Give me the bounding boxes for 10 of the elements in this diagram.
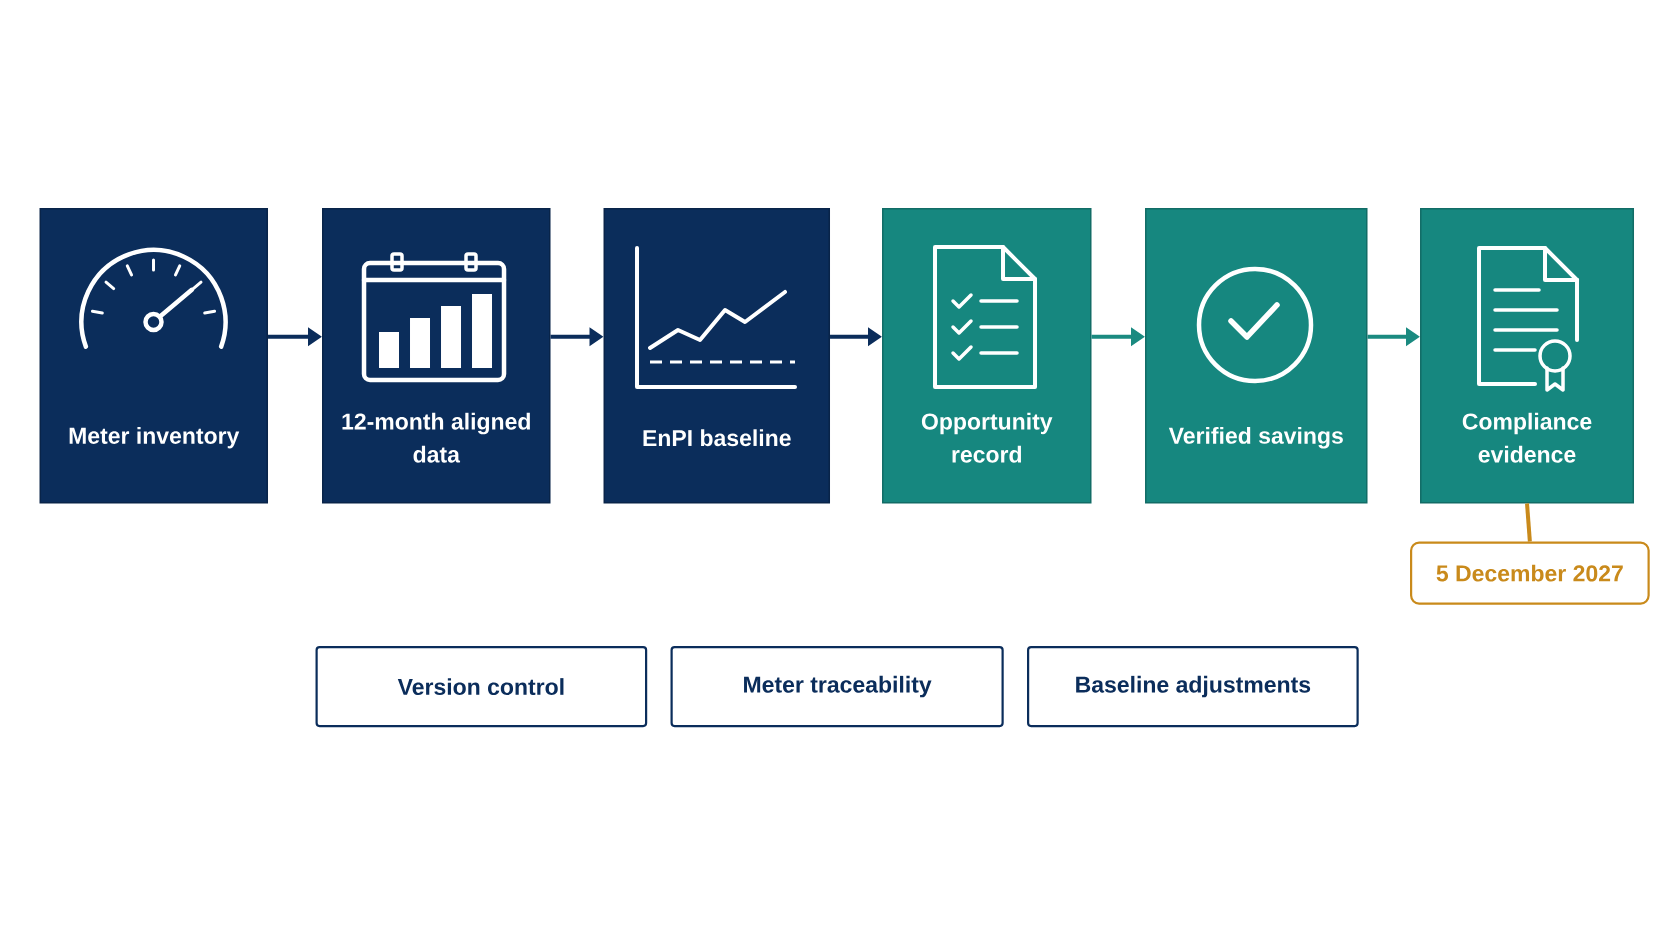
note-box: Baseline adjustments (1027, 646, 1359, 728)
process-box: Meter inventory (39, 208, 268, 504)
date-box: 5 December 2027 (1410, 541, 1650, 605)
note-box: Version control (315, 646, 648, 728)
connector-line (1525, 503, 1532, 542)
note-box: Meter traceability (670, 646, 1004, 728)
process-box: Compliance evidence (1420, 208, 1634, 504)
process-box: EnPI baseline (603, 208, 830, 504)
process-box: Opportunity record (882, 208, 1092, 504)
process-box: Verified savings (1145, 208, 1368, 504)
